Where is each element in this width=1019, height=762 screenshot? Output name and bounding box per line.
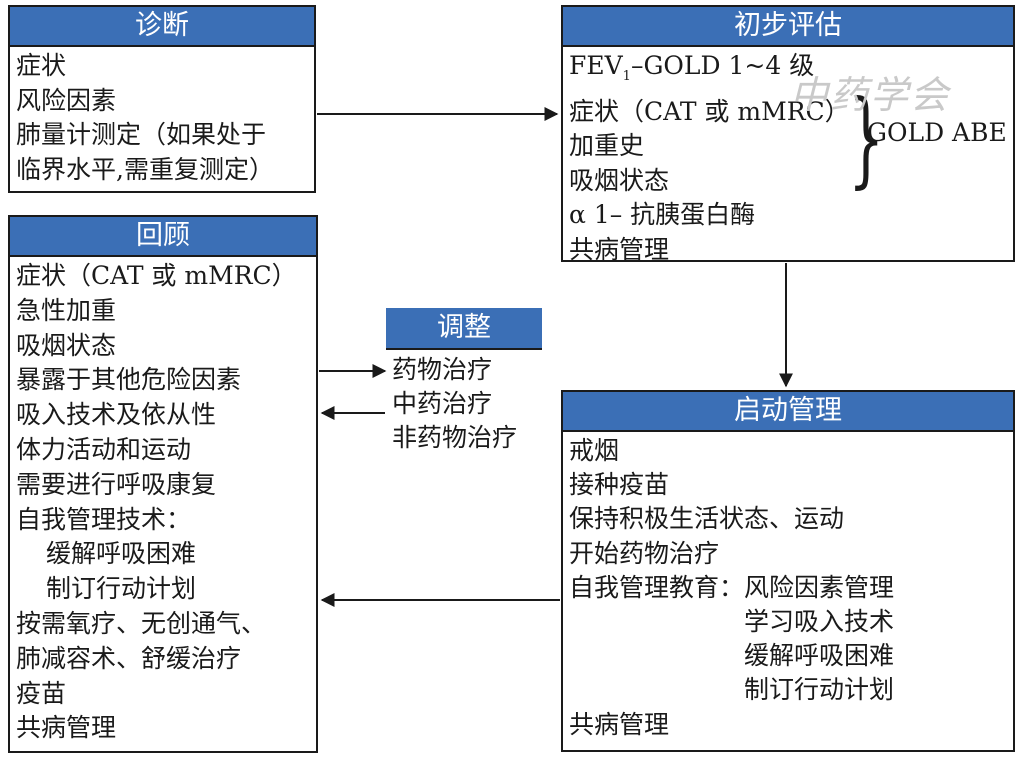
adjust-item: 非药物治疗: [392, 423, 518, 452]
review-item: 吸入技术及依从性: [16, 400, 217, 430]
start-management-list: 戒烟 接种疫苗 保持积极生活状态、运动 开始药物治疗 自我管理教育： 风险因素管…: [563, 432, 1013, 744]
assessment-item: 吸烟状态: [569, 165, 670, 195]
management-item: 开始药物治疗: [569, 538, 720, 568]
review-item: 暴露于其他危险因素: [16, 365, 242, 395]
review-item: 症状（CAT 或 mMRC）: [16, 261, 297, 290]
education-item: 风险因素管理: [744, 572, 895, 602]
management-item: 戒烟: [569, 436, 620, 465]
review-item: 肺减容术、舒缓治疗: [16, 643, 242, 673]
review-subitem: 制订行动计划: [46, 574, 197, 604]
adjust-item: 药物治疗: [392, 355, 493, 384]
review-item: 自我管理技术：: [16, 504, 192, 534]
education-item: 制订行动计划: [744, 675, 895, 705]
review-title: 回顾: [10, 217, 316, 257]
adjust-title: 调整: [386, 308, 542, 350]
watermark-logo: 中药学会: [790, 73, 951, 117]
start-management-title: 启动管理: [563, 392, 1013, 432]
fev-gold-grade: –GOLD 1~4 级: [630, 51, 815, 80]
education-item: 学习吸入技术: [744, 607, 895, 637]
assessment-item: α 1– 抗胰蛋白酶: [569, 200, 756, 230]
diagnosis-box: 诊断 症状 风险因素 肺量计测定（如果处于 临界水平,需重复测定）: [8, 5, 316, 193]
review-item: 按需氧疗、无创通气、: [16, 608, 267, 638]
fev-gold-item: FEV1–GOLD 1~4 级: [569, 49, 1007, 95]
review-item: 体力活动和运动: [16, 434, 192, 464]
adjust-item: 中药治疗: [392, 389, 493, 418]
adjust-list: 药物治疗 中药治疗 非药物治疗: [392, 353, 517, 455]
review-box: 回顾 症状（CAT 或 mMRC） 急性加重 吸烟状态 暴露于其他危险因素 吸入…: [8, 215, 318, 753]
review-list: 症状（CAT 或 mMRC） 急性加重 吸烟状态 暴露于其他危险因素 吸入技术及…: [10, 257, 316, 748]
management-item: 接种疫苗: [569, 470, 670, 500]
assessment-item: 共病管理: [569, 234, 670, 264]
fev-label: FEV: [569, 51, 623, 80]
diagnosis-item: 风险因素: [16, 85, 117, 115]
education-item: 缓解呼吸困难: [744, 641, 895, 671]
diagnosis-title: 诊断: [10, 7, 314, 47]
management-item: 保持积极生活状态、运动: [569, 504, 845, 534]
initial-assessment-box: 初步评估 FEV1–GOLD 1~4 级 症状（CAT 或 mMRC） 加重史 …: [561, 5, 1015, 264]
diagnosis-item: 临界水平,需重复测定）: [16, 154, 274, 184]
assessment-item: 症状（CAT 或 mMRC）: [569, 96, 850, 126]
review-item: 共病管理: [16, 713, 117, 743]
review-subitem: 缓解呼吸困难: [46, 539, 197, 569]
gold-brace: }: [848, 77, 885, 199]
assessment-item: 加重史: [569, 131, 645, 161]
start-management-box: 启动管理 戒烟 接种疫苗 保持积极生活状态、运动 开始药物治疗 自我管理教育： …: [561, 390, 1015, 752]
review-item: 疫苗: [16, 678, 67, 708]
review-item: 吸烟状态: [16, 330, 117, 360]
diagnosis-item: 症状: [16, 51, 67, 80]
initial-assessment-title: 初步评估: [563, 7, 1013, 47]
review-item: 急性加重: [16, 295, 117, 325]
fev-subscript: 1: [622, 69, 631, 84]
education-items: 风险因素管理 学习吸入技术 缓解呼吸困难 制订行动计划: [744, 571, 894, 708]
review-item: 需要进行呼吸康复: [16, 469, 217, 499]
management-item: 共病管理: [569, 709, 670, 739]
education-row: 自我管理教育： 风险因素管理 学习吸入技术 缓解呼吸困难 制订行动计划: [569, 571, 1007, 708]
gold-abe-label: GOLD ABE: [867, 118, 1007, 147]
diagnosis-list: 症状 风险因素 肺量计测定（如果处于 临界水平,需重复测定）: [10, 47, 314, 189]
diagnosis-item: 肺量计测定（如果处于: [16, 120, 267, 150]
initial-assessment-list: FEV1–GOLD 1~4 级 症状（CAT 或 mMRC） 加重史 吸烟状态 …: [563, 47, 1013, 270]
education-label: 自我管理教育：: [569, 572, 745, 602]
